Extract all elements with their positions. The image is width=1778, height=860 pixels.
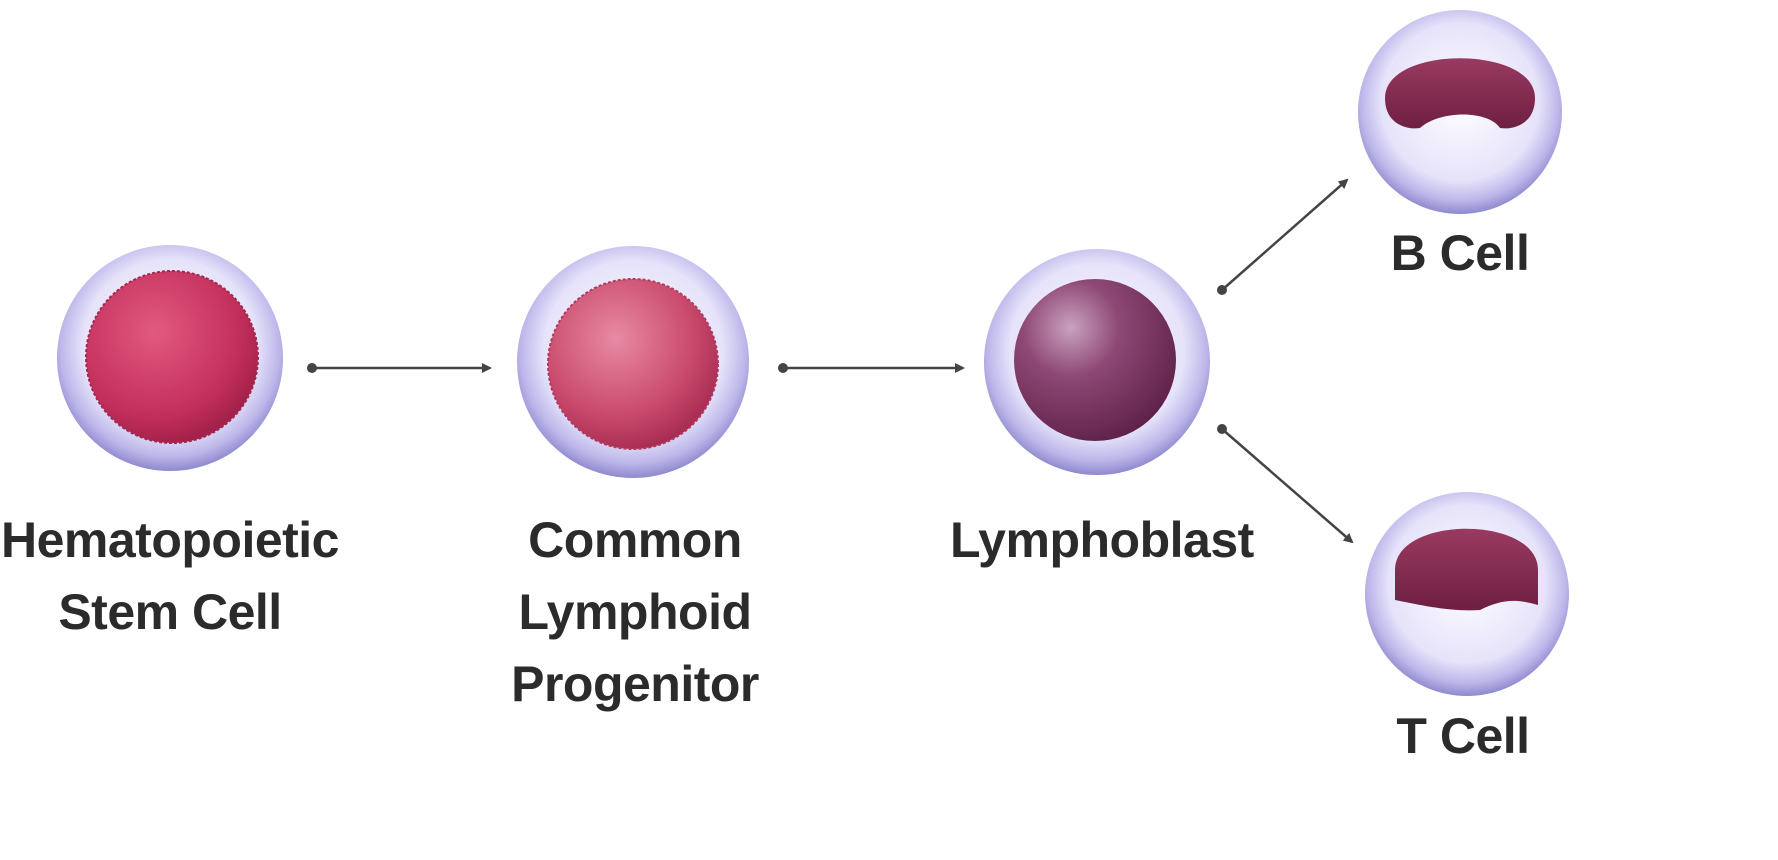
label-b-cell: B Cell	[1380, 217, 1540, 289]
label-clp: Common Lymphoid Progenitor	[415, 504, 855, 720]
t-cell	[1365, 492, 1569, 696]
b-cell	[1358, 10, 1562, 214]
clp-cell	[517, 246, 749, 478]
arrow-hsc-to-clp	[307, 363, 490, 373]
hsc-cell	[57, 245, 283, 471]
lymphoblast-cell	[984, 249, 1210, 475]
label-lymphoblast: Lymphoblast	[950, 504, 1250, 576]
arrow-clp-to-lymphoblast	[778, 363, 963, 373]
label-t-cell: T Cell	[1383, 700, 1543, 772]
label-hsc: Hematopoietic Stem Cell	[0, 504, 340, 648]
arrow-lymphoblast-to-b-cell	[1217, 180, 1347, 295]
